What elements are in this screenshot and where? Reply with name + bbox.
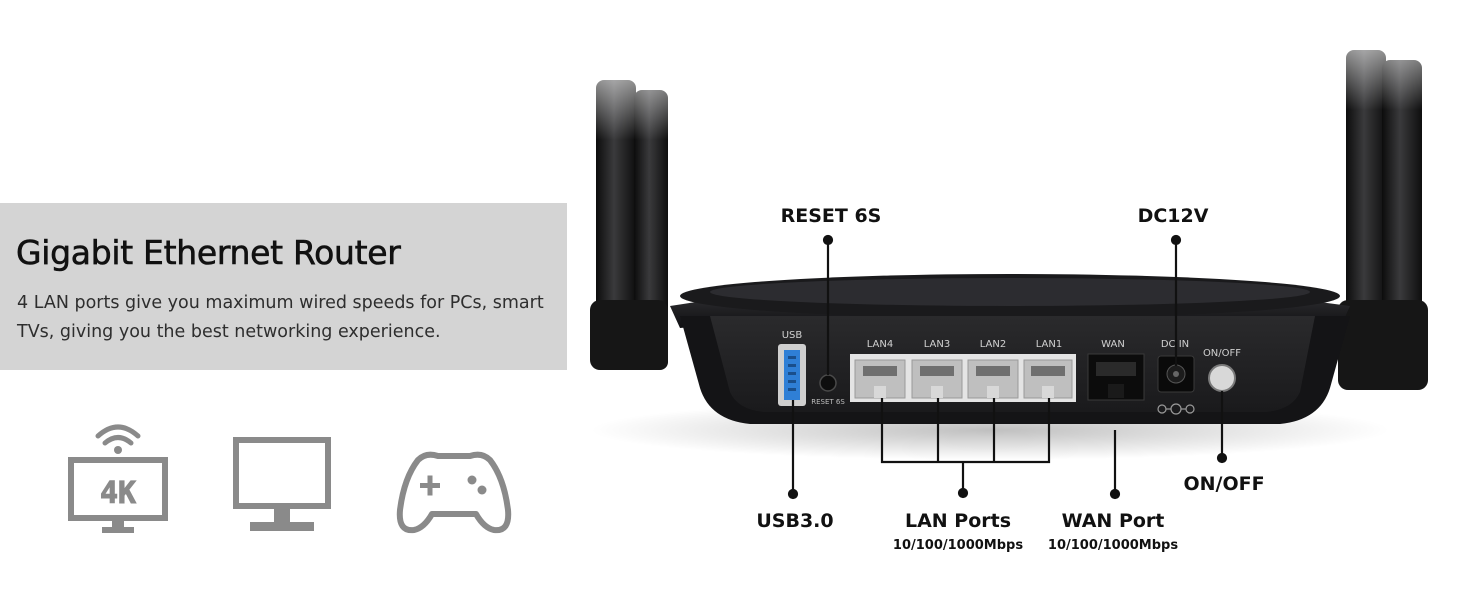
antenna-right: [1330, 0, 1440, 390]
lan-speed-callout: 10/100/1000Mbps: [892, 538, 1024, 553]
onoff-switch-label: ON/OFF: [1203, 348, 1241, 359]
headline-banner: Gigabit Ethernet Router 4 LAN ports give…: [0, 203, 567, 370]
wifi-4k-tv-icon: 4K: [68, 424, 168, 533]
usb-callout: USB3.0: [756, 510, 834, 532]
onoff-callout: ON/OFF: [1183, 473, 1265, 495]
lan-ports: [850, 354, 1076, 402]
lan4-port-label: LAN4: [867, 339, 893, 350]
wan-port: [1087, 353, 1145, 401]
wan-callout: WAN Port: [1061, 510, 1165, 532]
wan-port-label: WAN: [1101, 339, 1125, 350]
router-illustration: USB LAN4 LAN3 LAN2 LAN1 WAN DC IN ON/OFF…: [580, 0, 1440, 500]
lan1-port-label: LAN1: [1036, 339, 1062, 350]
reset-print-label: RESET 6S: [811, 398, 845, 406]
lan3-port-label: LAN3: [924, 339, 950, 350]
gamepad-icon: [396, 451, 512, 534]
dc12v-callout: DC12V: [1137, 205, 1209, 227]
usb-port: [778, 344, 806, 406]
headline-description: 4 LAN ports give you maximum wired speed…: [17, 293, 544, 342]
lan-callout: LAN Ports: [904, 510, 1012, 532]
lan2-port-label: LAN2: [980, 339, 1006, 350]
reset-button: [819, 374, 837, 392]
headline-title: Gigabit Ethernet Router: [16, 233, 401, 273]
wan-speed-callout: 10/100/1000Mbps: [1047, 538, 1179, 553]
reset-callout: RESET 6S: [780, 205, 882, 227]
antenna-left: [580, 30, 690, 370]
tv-screen-text: 4K: [100, 476, 136, 511]
dc-in-port: [1157, 355, 1195, 415]
usb-port-label: USB: [782, 330, 803, 341]
power-button: [1208, 364, 1236, 392]
callout-lines: [787, 234, 1228, 500]
monitor-icon: [233, 437, 331, 531]
